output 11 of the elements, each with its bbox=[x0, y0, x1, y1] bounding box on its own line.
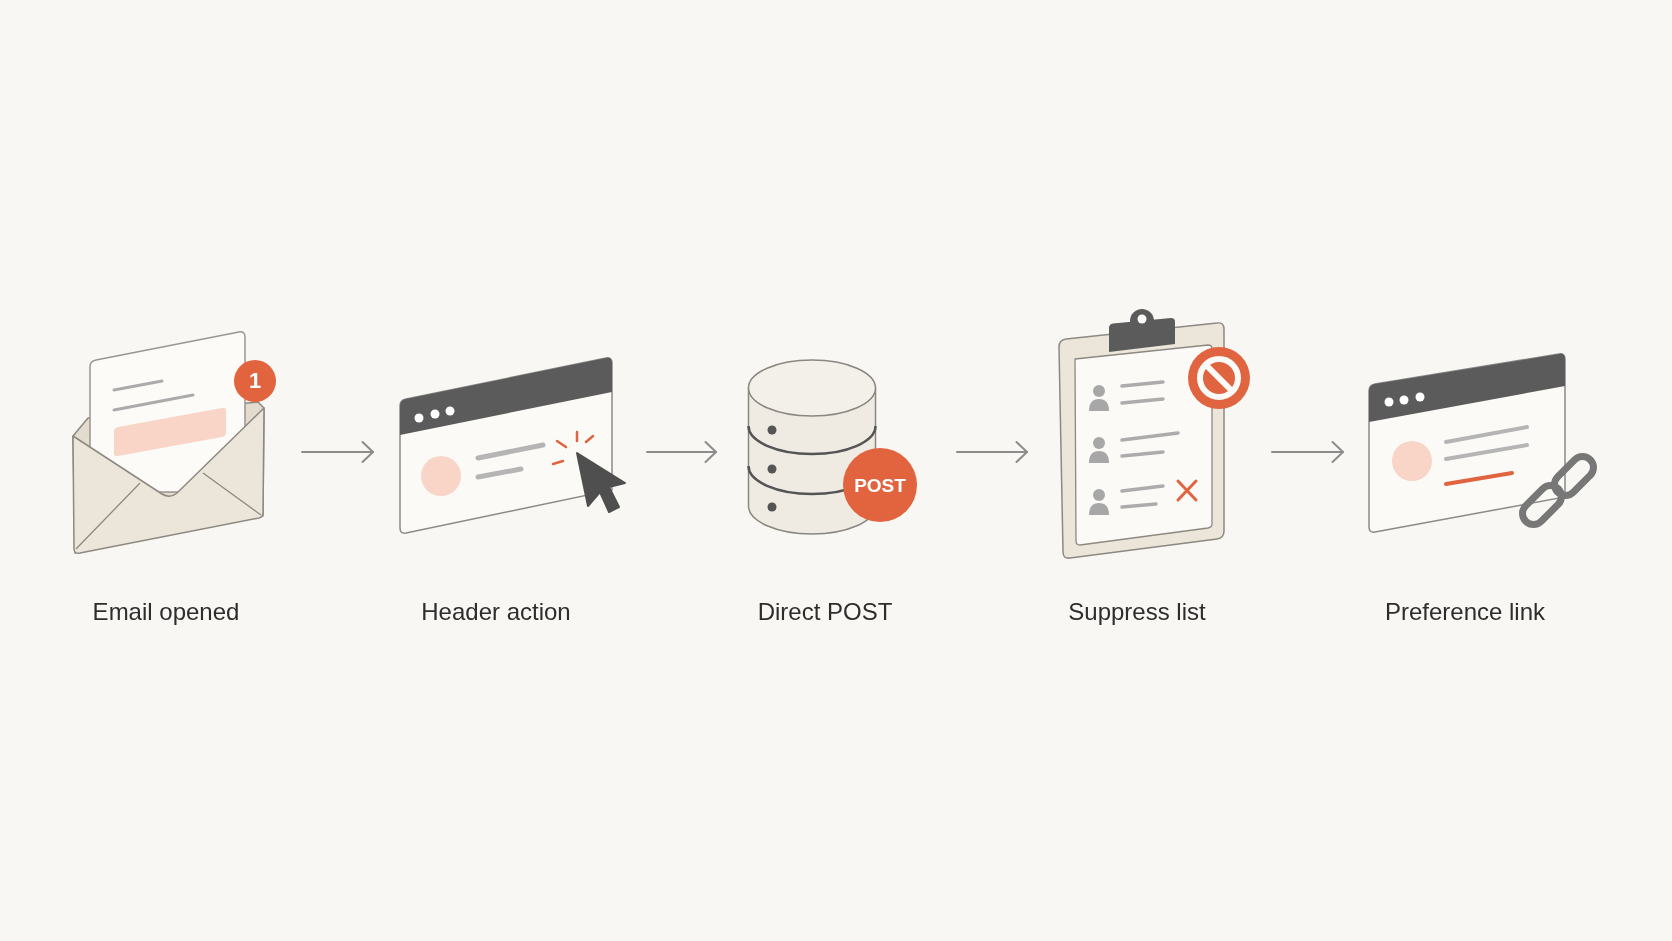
arrow bbox=[646, 441, 717, 463]
arrow bbox=[301, 441, 374, 463]
arrow bbox=[956, 441, 1028, 463]
arrow bbox=[1271, 441, 1344, 463]
notification-badge: 1 bbox=[234, 360, 276, 402]
step-label: Header action bbox=[421, 598, 571, 626]
step-label: Preference link bbox=[1384, 598, 1546, 626]
step-label: Direct POST bbox=[757, 598, 893, 626]
method-badge: POST bbox=[843, 448, 917, 522]
step-label: Suppress list bbox=[1068, 598, 1206, 626]
step-label: Email opened bbox=[92, 598, 240, 626]
